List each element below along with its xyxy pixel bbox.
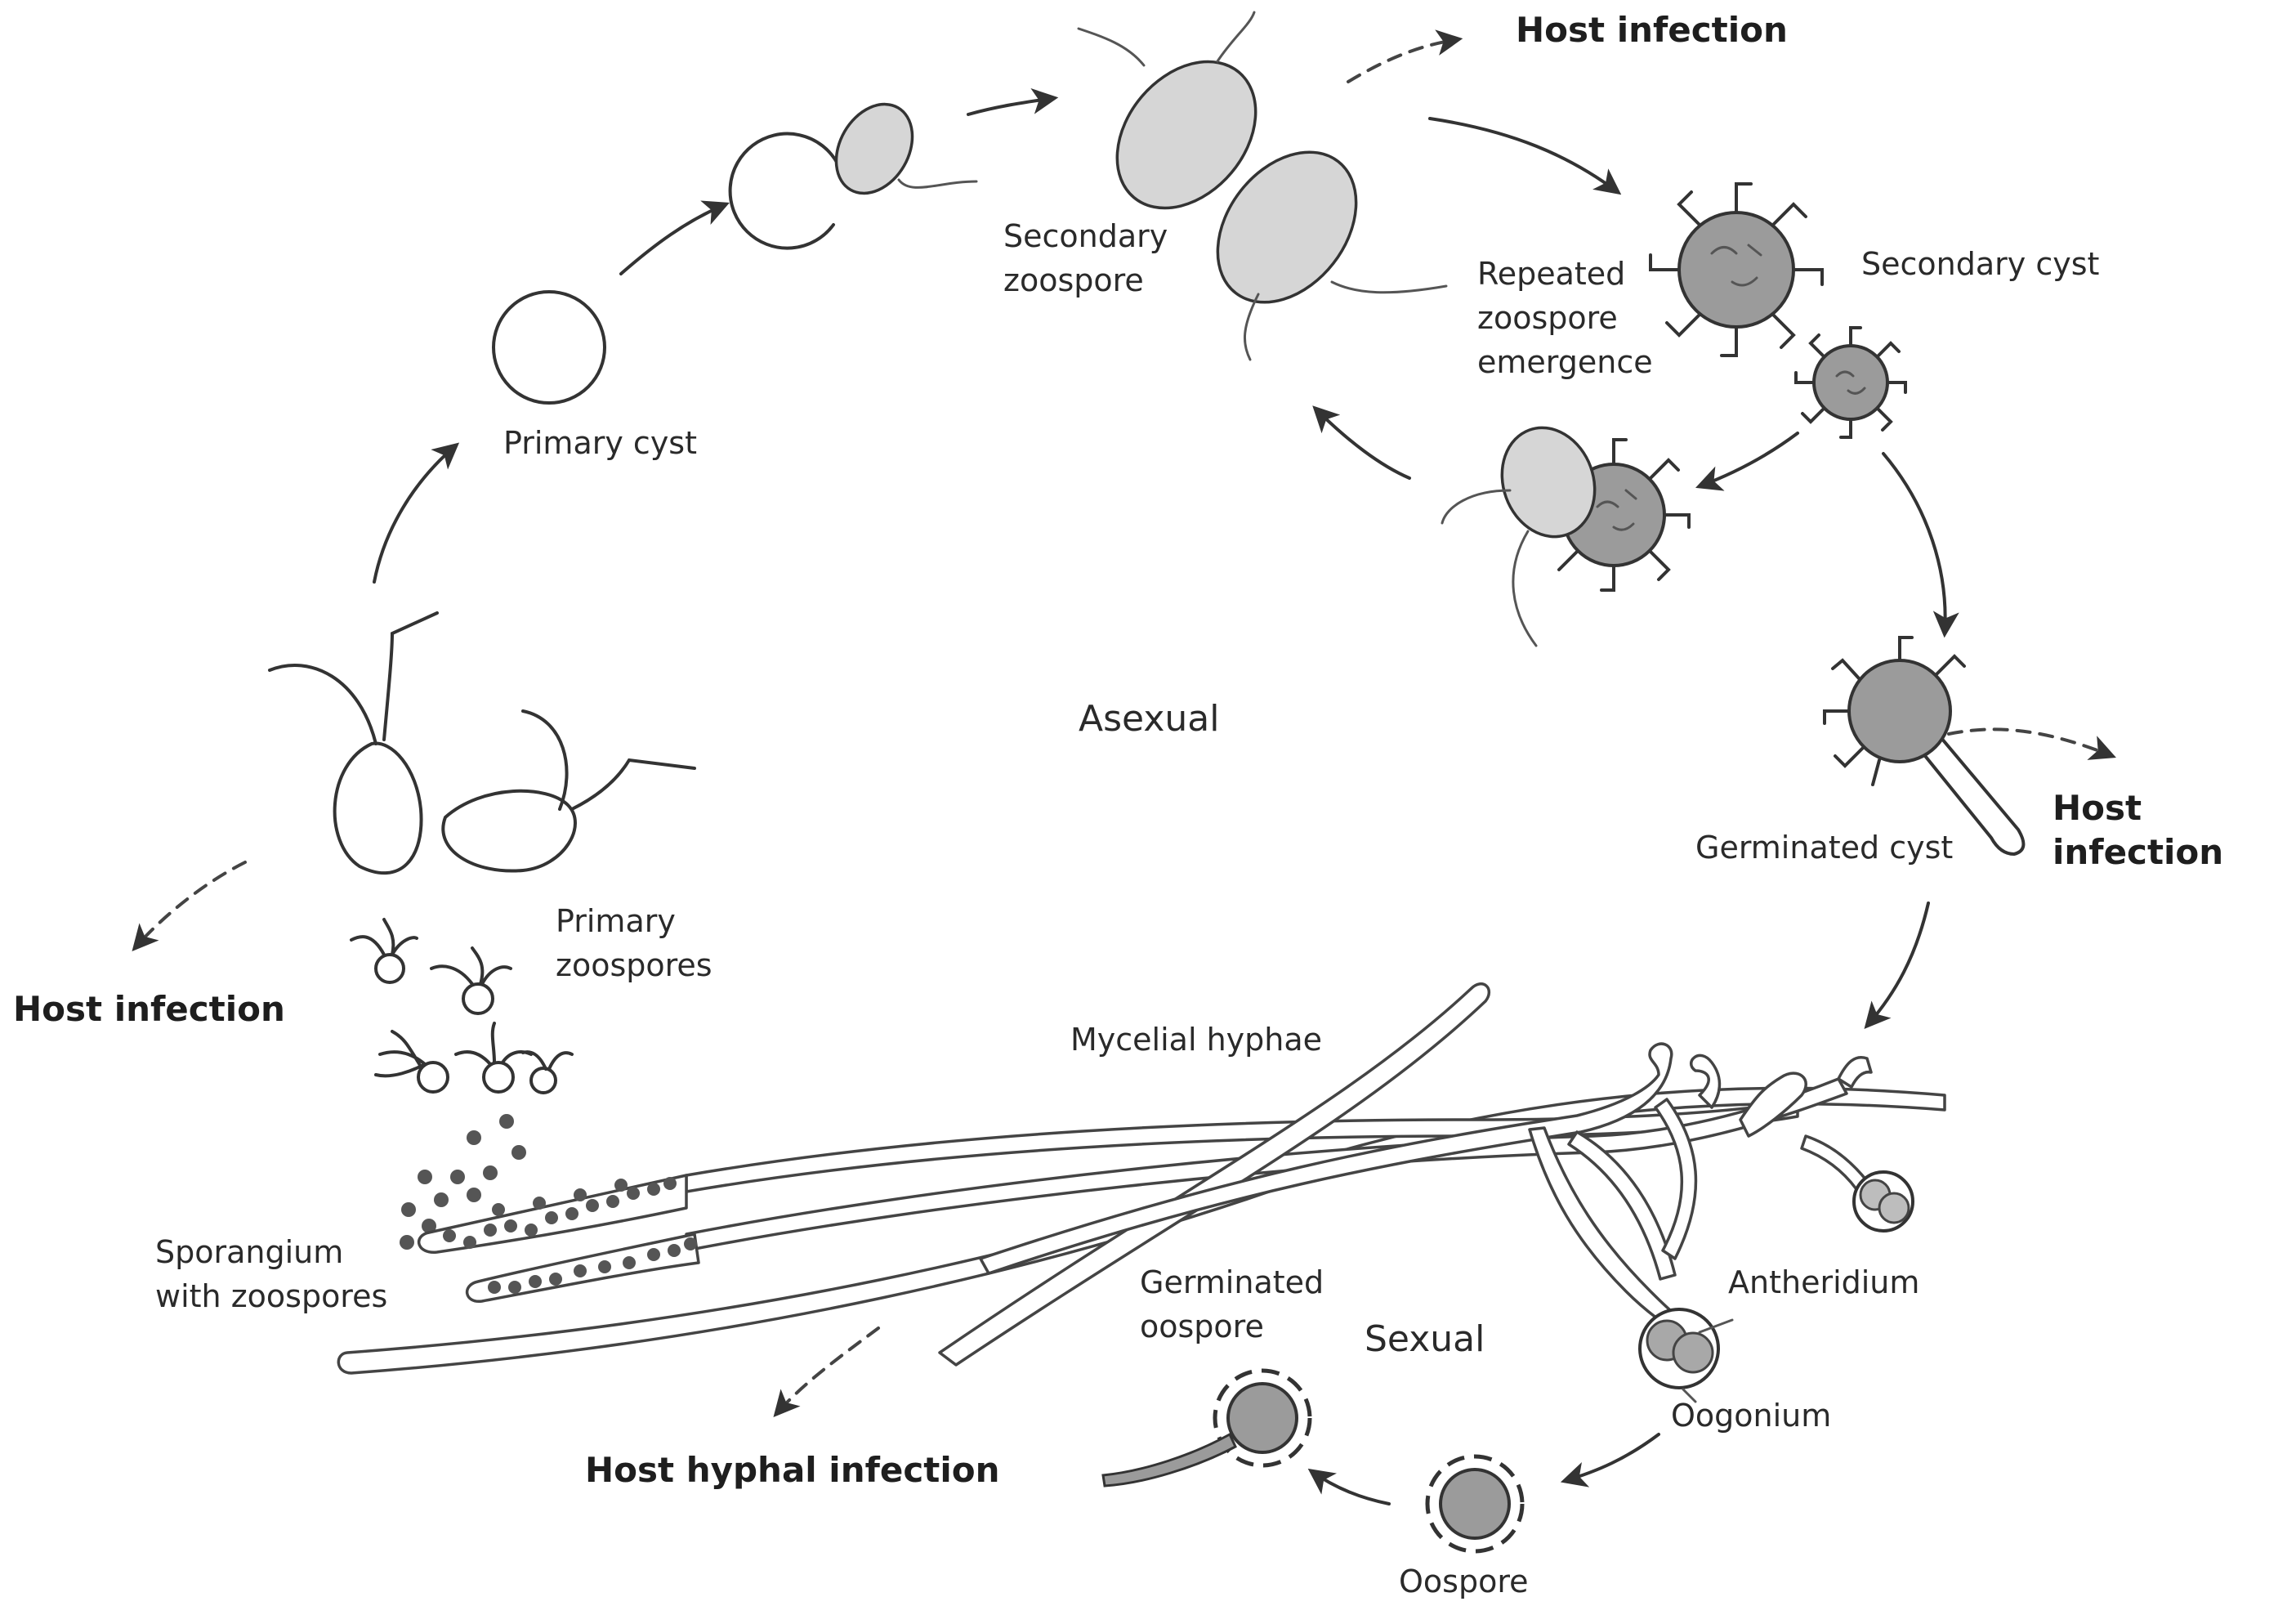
- secondary-cyst-label: Secondary cyst: [1861, 246, 2100, 282]
- secondary-cyst-small: [1794, 326, 1907, 439]
- host-infection-left-label: Host infection: [13, 989, 285, 1029]
- secondary-zoospore-2: [1216, 150, 1358, 304]
- oospore-shape: [1425, 1454, 1525, 1554]
- primary-zoospore-large-2: [441, 709, 696, 873]
- germinated-oospore-label: Germinated oospore: [1140, 1264, 1324, 1344]
- secondary-cyst-large: [1649, 182, 1824, 357]
- repeated-emergence-label: Repeated zoospore emergence: [1477, 256, 1653, 380]
- emerging-zoospore-flagellum: [897, 178, 978, 189]
- dashed-arrow-host-infection-top: [1347, 29, 1463, 83]
- primary-zoospores-small: [350, 918, 574, 1094]
- arrow-back-to-zoospore: [1312, 405, 1411, 480]
- germinated-cyst-label: Germinated cyst: [1695, 830, 1954, 866]
- arrow-to-germinated-oospore: [1307, 1468, 1391, 1505]
- arrow-to-secondary-cyst: [1428, 117, 1622, 195]
- germinated-oospore-shape: [1101, 1368, 1312, 1488]
- primary-zoospores-label: Primary zoospores: [556, 903, 712, 983]
- repeated-emergence-shape: [1441, 426, 1691, 647]
- antheridium-leader: [1698, 1318, 1734, 1334]
- emerging-zoospore-shape: [834, 102, 914, 195]
- oogonium-shape: [1638, 1308, 1720, 1389]
- host-infection-top-label: Host infection: [1516, 10, 1788, 50]
- sporangium-1: [417, 1174, 688, 1254]
- arrow-to-germinated-cyst: [1882, 452, 1959, 638]
- arrow-to-mycelium: [1864, 901, 1930, 1030]
- antheridium-shape: [1852, 1170, 1914, 1232]
- arrow-to-encysted: [619, 200, 730, 275]
- released-zoospore-dots: [400, 1114, 526, 1250]
- arrow-to-secondary-zoospore: [967, 87, 1059, 116]
- primary-zoospore-large-1: [268, 611, 439, 875]
- secondary-zoospore-2-flagellum-b: [1330, 280, 1448, 294]
- secondary-zoospore-2-flagellum-a: [1243, 293, 1260, 361]
- host-infection-right-label: Host infection: [2053, 788, 2224, 872]
- oospore-label: Oospore: [1399, 1564, 1529, 1599]
- arrow-to-repeated-emergence: [1695, 432, 1799, 491]
- arrow-to-primary-cyst: [373, 442, 460, 584]
- sporangium-2: [465, 1232, 700, 1303]
- secondary-zoospore-1-flagellum-b: [1216, 11, 1256, 63]
- secondary-zoospore-1-flagellum-a: [1077, 27, 1146, 67]
- sporangium-label: Sporangium with zoospores: [155, 1234, 388, 1314]
- secondary-zoospore-label: Secondary zoospore: [1003, 218, 1168, 298]
- germinated-cyst-shape: [1823, 636, 2026, 857]
- mycelial-hyphae-shape: [337, 982, 1946, 1375]
- dashed-arrow-host-hyphal-infection: [773, 1326, 880, 1418]
- arrow-to-oospore: [1560, 1433, 1660, 1488]
- asexual-label: Asexual: [1079, 698, 1220, 740]
- sexual-label: Sexual: [1365, 1318, 1485, 1360]
- oogonium-leader: [1682, 1388, 1697, 1403]
- emptying-cyst-shape: [728, 132, 839, 250]
- oogonium-label: Oogonium: [1671, 1398, 1832, 1434]
- host-hyphal-infection-label: Host hyphal infection: [585, 1450, 1000, 1490]
- primary-cyst-shape: [492, 290, 606, 405]
- primary-cyst-label: Primary cyst: [503, 425, 697, 461]
- dashed-arrow-host-infection-left: [132, 861, 247, 952]
- antheridium-label: Antheridium: [1728, 1264, 1920, 1300]
- secondary-zoospore-1: [1115, 60, 1257, 210]
- dashed-arrow-host-infection-right: [1947, 727, 2116, 760]
- mycelial-hyphae-label: Mycelial hyphae: [1070, 1022, 1323, 1058]
